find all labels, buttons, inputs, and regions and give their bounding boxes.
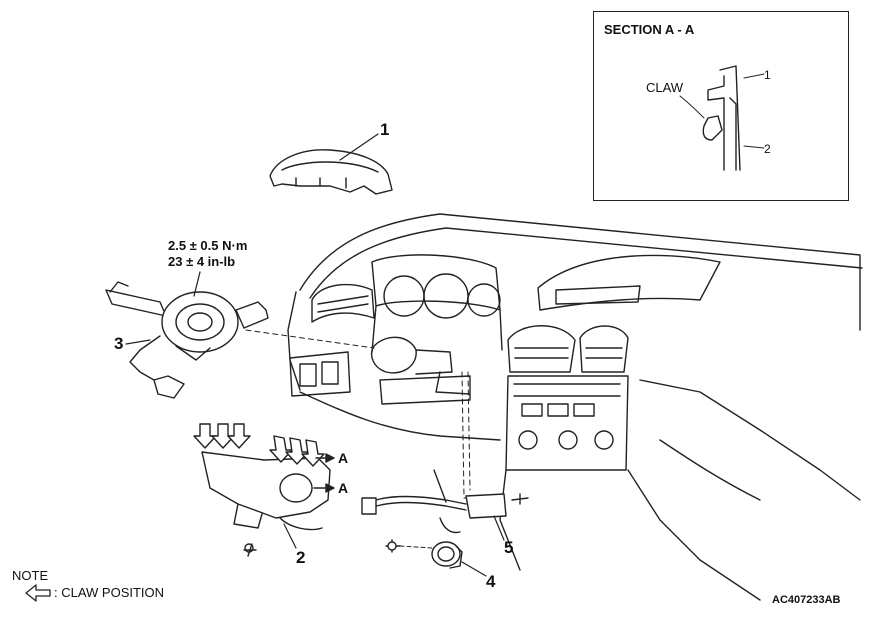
callout-1: 1 (380, 120, 390, 139)
ignition-switch-part-5 (361, 469, 529, 534)
callout-3: 3 (114, 334, 124, 353)
callout-leaders (125, 133, 505, 577)
section-marker-a-upper: A (338, 450, 349, 466)
torque-spec: 2.5 ± 0.5 N·m 23 ± 4 in-lb (168, 238, 247, 270)
section-a-indicators (313, 453, 335, 493)
section-a-a-inset: SECTION A - A CLAW 1 2 (593, 11, 849, 201)
inset-part-2-label: 2 (764, 142, 771, 156)
note-legend-text: : CLAW POSITION (54, 585, 165, 600)
claw-label: CLAW (646, 80, 684, 95)
section-marker-a-lower: A (338, 480, 349, 496)
section-detail-drawing (679, 65, 765, 171)
torque-inlb: 23 ± 4 in-lb (168, 254, 236, 269)
callout-2: 2 (296, 548, 306, 567)
claw-position-arrows (193, 423, 325, 467)
figure-code: AC407233AB (772, 594, 841, 606)
dashboard-illustration (245, 213, 863, 601)
torque-nm: 2.5 ± 0.5 N·m (168, 238, 248, 253)
inset-part-1-label: 1 (764, 68, 771, 82)
note-heading: NOTE (12, 568, 49, 583)
key-ring-part-4 (385, 539, 463, 569)
upper-column-cover-part-1 (269, 149, 393, 195)
lower-column-cover-part-2 (201, 451, 331, 557)
callout-4: 4 (486, 572, 496, 591)
hollow-left-arrow-icon (25, 584, 51, 602)
callout-5: 5 (504, 538, 514, 557)
inset-title: SECTION A - A (604, 22, 695, 37)
column-switch-assembly-part-3 (105, 281, 269, 399)
